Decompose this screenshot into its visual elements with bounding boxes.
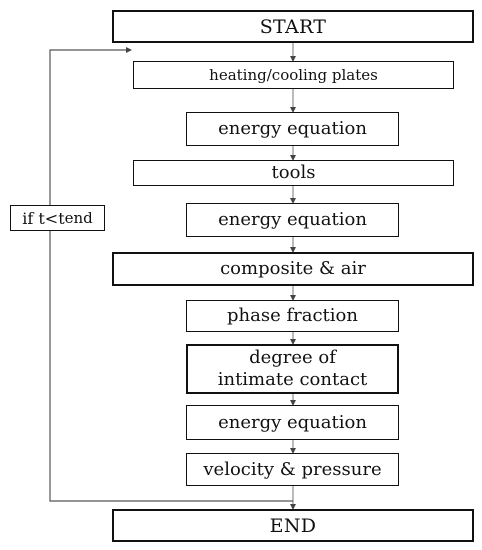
step-velocity-pressure: velocity & pressure [186,453,399,486]
step-energy-equation-1: energy equation [186,112,399,146]
step-degree-of-intimate-contact: degree of intimate contact [186,344,399,394]
step-label: energy equation [218,411,367,433]
step-label: composite & air [220,258,366,279]
step-composite-air: composite & air [112,252,474,286]
step-label: phase fraction [227,305,358,326]
step-tools: tools [133,160,454,186]
step-label: energy equation [218,118,367,139]
step-label: energy equation [218,209,367,230]
step-phase-fraction: phase fraction [186,300,399,332]
start-node: START [112,10,474,43]
step-label: velocity & pressure [203,458,382,480]
step-label: degree of intimate contact [217,347,368,390]
step-label: heating/cooling plates [209,66,378,84]
loop-back-line [49,47,293,502]
step-label: tools [271,162,316,183]
step-heating-cooling-plates: heating/cooling plates [133,61,454,89]
end-node: END [112,509,474,542]
step-energy-equation-2: energy equation [186,203,399,237]
step-energy-equation-3: energy equation [186,405,399,440]
end-label: END [269,514,317,537]
loop-condition-prefix: if t<t [22,208,65,228]
loop-condition-subscript: end [64,209,93,227]
start-label: START [259,15,327,38]
